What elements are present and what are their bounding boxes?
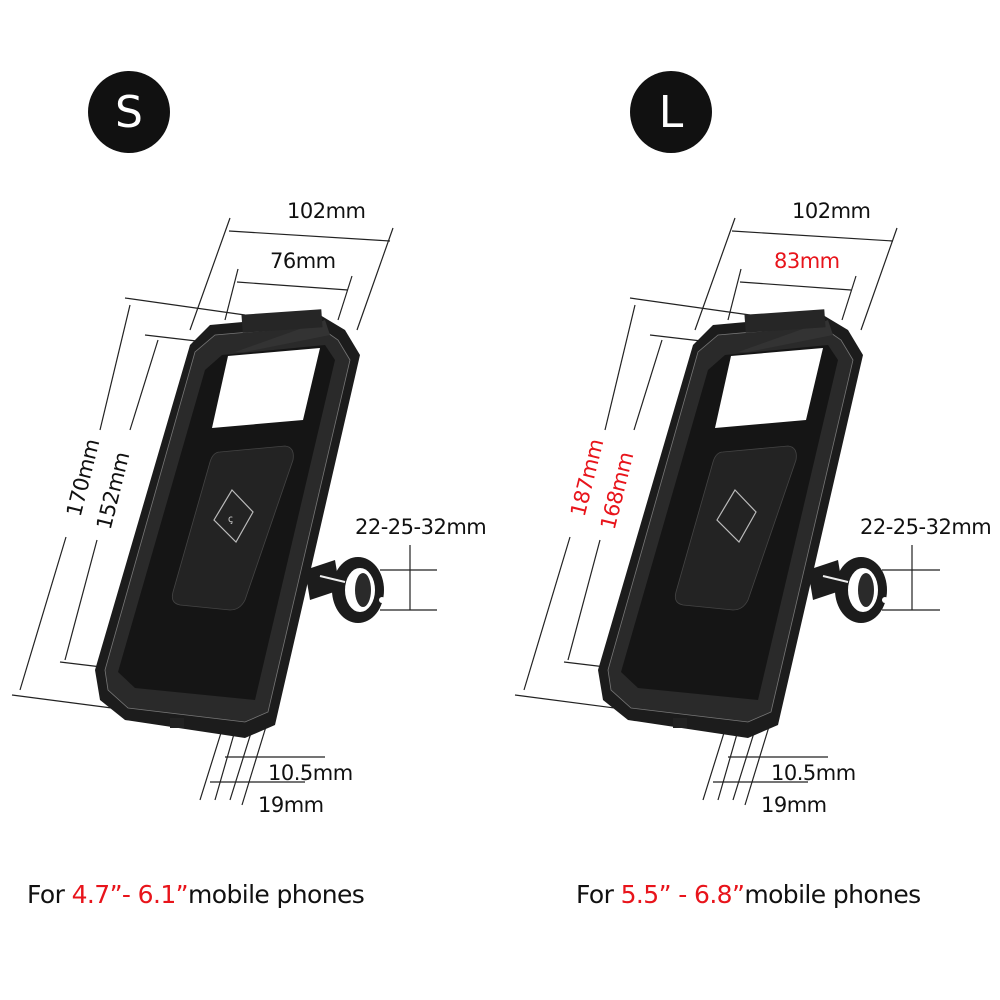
clamp-range-label: 22-25-32mm <box>860 515 992 539</box>
clamp-range-label: 22-25-32mm <box>355 515 487 539</box>
size-badge-s: S <box>88 71 170 153</box>
caption-prefix: For <box>576 880 621 909</box>
svg-text:ꞔ: ꞔ <box>228 514 233 525</box>
caption-suffix: mobile phones <box>188 880 365 909</box>
caption-size-range: 4.7”- 6.1” <box>71 880 189 909</box>
outer-width-label: 102mm <box>287 199 366 223</box>
size-badge-label: S <box>115 86 143 138</box>
variant-s-panel: S <box>11 71 487 909</box>
caption-size-range: 5.5” - 6.8” <box>620 880 745 909</box>
depth-outer-label: 19mm <box>258 793 324 817</box>
dimension-lines <box>514 217 940 806</box>
compatibility-caption: For 4.7”- 6.1”mobile phones <box>27 880 365 909</box>
phone-mount-illustration-l <box>514 217 940 806</box>
size-badge-l: L <box>630 71 712 153</box>
compatibility-caption: For 5.5” - 6.8”mobile phones <box>576 880 921 909</box>
phone-case <box>598 309 888 738</box>
depth-outer-label: 19mm <box>761 793 827 817</box>
inner-width-label: 76mm <box>270 249 336 273</box>
caption-suffix: mobile phones <box>744 880 921 909</box>
outer-width-label: 102mm <box>792 199 871 223</box>
phone-mount-illustration-s: ꞔ <box>11 217 437 806</box>
depth-inner-label: 10.5mm <box>268 761 353 785</box>
depth-inner-label: 10.5mm <box>771 761 856 785</box>
phone-case: ꞔ <box>95 309 385 738</box>
variant-l-panel: L <box>500 0 1000 1000</box>
caption-prefix: For <box>27 880 72 909</box>
inner-width-label: 83mm <box>774 249 840 273</box>
size-badge-label: L <box>658 86 684 138</box>
